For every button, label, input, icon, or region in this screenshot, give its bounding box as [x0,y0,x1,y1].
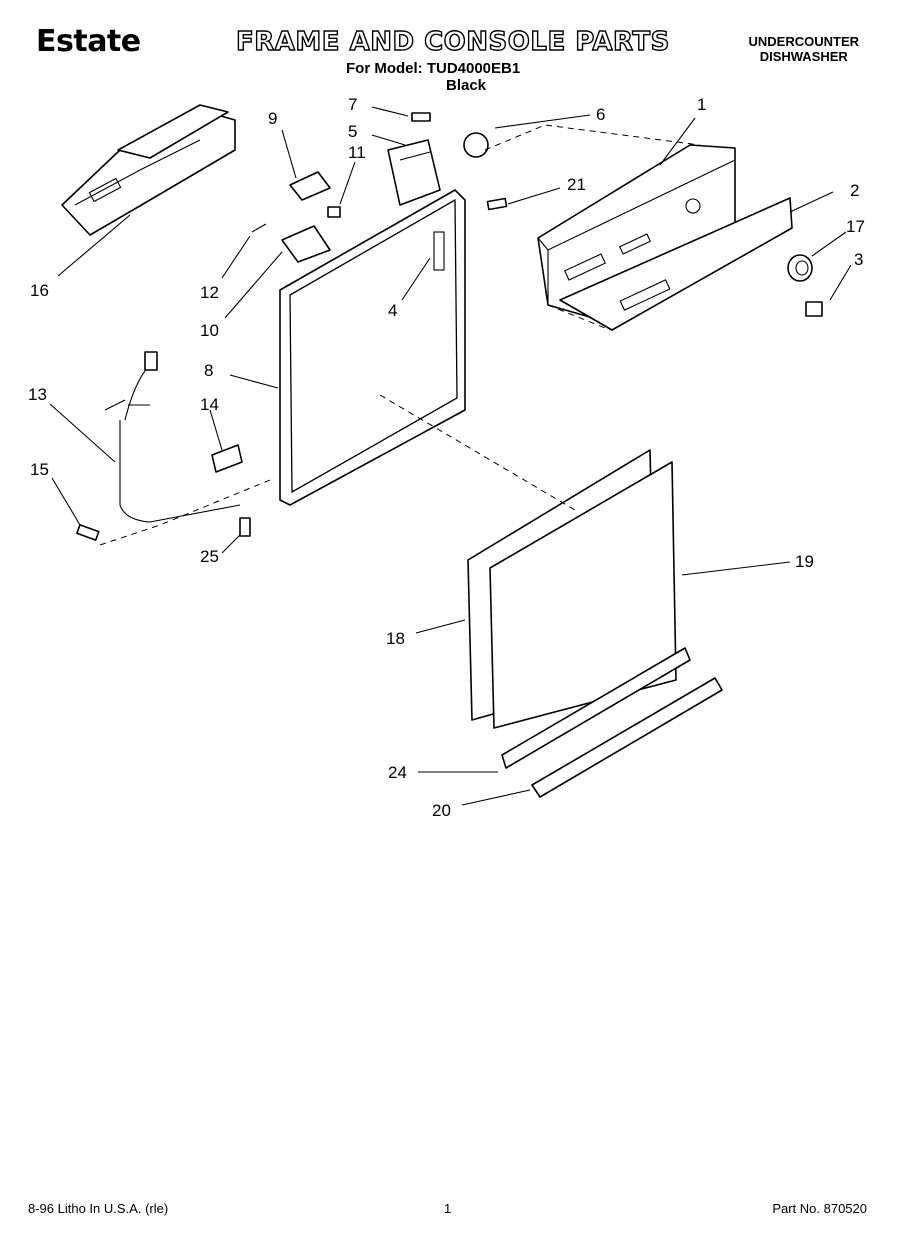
model-number: For Model: TUD4000EB1 [346,60,521,77]
callout-18: 18 [386,629,405,648]
part-17-control-knob [787,254,813,282]
part-5-latch-bracket [387,139,441,206]
part-15-screw [76,524,100,541]
footer-part-number: Part No. 870520 [772,1201,867,1216]
callout-14: 14 [200,395,219,414]
part-3-switch [805,301,823,317]
part-12-spring [251,223,267,233]
part-2-control-overlay [559,197,793,331]
part-11-clip [327,206,341,218]
appliance-type-line-2: DISHWASHER [759,49,848,64]
callout-24: 24 [388,763,407,782]
callout-20: 20 [432,801,451,820]
appliance-type: UNDERCOUNTER DISHWASHER [749,34,860,64]
part-14-door-switch [211,444,243,473]
model-color: Black [446,77,487,94]
callout-4: 4 [388,301,397,320]
callout-21: 21 [567,175,586,194]
callout-8: 8 [204,361,213,380]
brand-logo: Estate [36,24,141,59]
part-24-trim [501,647,691,769]
callout-1: 1 [697,95,706,114]
appliance-type-line-1: UNDERCOUNTER [748,34,860,49]
callout-2: 2 [850,181,859,200]
alignment-line [547,304,611,331]
callout-7: 7 [348,95,357,114]
alignment-line [379,394,576,511]
callout-16: 16 [30,281,49,300]
page-title: FRAME AND CONSOLE PARTS [235,26,670,57]
part-6-cam [463,132,489,158]
callout-5: 5 [348,122,357,141]
leader-lines [49,106,852,806]
part-10-strike [281,225,331,263]
callout-15: 15 [30,460,49,479]
part-20-handle-trim [531,677,723,798]
callout-25: 25 [200,547,219,566]
part-19-door-insert [489,461,677,729]
part-25-clip [239,517,251,537]
part-9-latch [289,171,331,201]
part-21-screw [486,197,508,211]
callout-9: 9 [268,109,277,128]
callout-19: 19 [795,552,814,571]
footer-page-number: 1 [444,1201,452,1216]
callout-12: 12 [200,283,219,302]
callout-3: 3 [854,250,863,269]
alignment-line [484,124,701,151]
callout-11: 11 [348,143,366,162]
part-7-screw [411,112,431,122]
part-8-door-frame [279,189,466,506]
callout-10: 10 [200,321,219,340]
callout-17: 17 [846,217,865,236]
part-16-vent-assembly [61,104,236,236]
footer-print-info: 8-96 Litho In U.S.A. (rle) [28,1201,169,1216]
part-13-wire-harness [104,351,241,523]
callout-13: 13 [28,385,47,404]
callout-6: 6 [596,105,605,124]
